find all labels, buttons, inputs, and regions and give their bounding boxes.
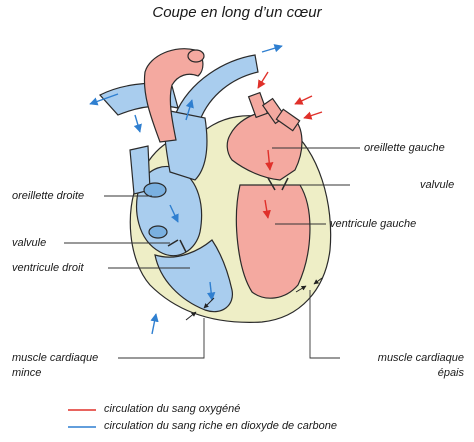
label-valve-right: valvule — [12, 237, 47, 249]
label-valve-left: valvule — [420, 179, 455, 191]
blue-arrow-atrium — [169, 204, 179, 223]
leader-thick-muscle — [309, 290, 340, 359]
blue-arrow-in-top — [133, 114, 142, 133]
label-thick-muscle-line1: muscle cardiaque — [377, 352, 464, 364]
blue-arrow-trunk — [185, 99, 194, 121]
thin-wall-arrow-out — [185, 311, 197, 321]
label-left-atrium: oreillette gauche — [364, 142, 445, 154]
aorta-opening — [187, 49, 205, 63]
leader-thin-muscle — [118, 318, 205, 359]
red-arrow-ventricle — [262, 199, 271, 219]
thin-wall-arrow-in — [203, 297, 215, 309]
thick-wall-arrow-in — [313, 277, 323, 285]
label-right-atrium: oreillette droite — [12, 190, 85, 202]
aorta — [143, 48, 204, 143]
blue-arrow-out-left — [89, 93, 119, 106]
blue-arrow-in-bottom — [150, 313, 159, 335]
label-right-ventricle: ventricule droit — [12, 262, 84, 274]
red-arrow-vein-1 — [257, 71, 269, 89]
red-arrow-vein-3 — [303, 111, 323, 120]
right-valve — [167, 239, 187, 253]
coronary-opening — [148, 225, 168, 239]
pulmonary-vein-3 — [275, 108, 301, 132]
label-thick-muscle-line2: épais — [437, 367, 464, 379]
pulmonary-artery — [174, 54, 259, 121]
legend-oxygenated: circulation du sang oxygéné — [104, 403, 241, 415]
pulmonary-vein-1 — [247, 91, 269, 119]
label-thin-muscle-line2: mince — [12, 367, 42, 379]
red-arrow-atrium — [265, 149, 274, 171]
label-left-ventricle: ventricule gauche — [330, 218, 417, 230]
label-thin-muscle-line1: muscle cardiaque — [12, 352, 99, 364]
blue-arrow-ventricle — [206, 281, 216, 301]
legend-deoxygenated: circulation du sang riche en dioxyde de … — [104, 420, 337, 432]
left-valve — [267, 177, 289, 191]
diagram-title: Coupe en long d’un cœur — [152, 4, 322, 21]
red-arrow-vein-2 — [294, 95, 313, 105]
thick-wall-arrow-out — [295, 285, 307, 293]
right-atrium-opening — [143, 182, 167, 198]
blue-arrow-out-right — [261, 44, 283, 53]
left-ventricle-chamber — [235, 184, 311, 299]
